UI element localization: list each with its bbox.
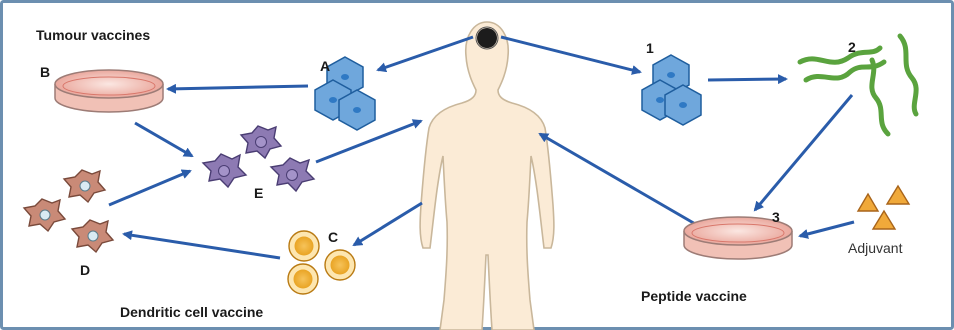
label-3: 3: [772, 209, 780, 225]
heading-peptide-vaccine: Peptide vaccine: [641, 288, 747, 304]
heading-dendritic-cell-vaccine: Dendritic cell vaccine: [120, 304, 263, 320]
label-D: D: [80, 262, 90, 278]
label-1: 1: [646, 40, 654, 56]
tumour-site-icon: [477, 28, 497, 48]
arrow-1-to-2: [708, 79, 786, 80]
label-A: A: [320, 58, 330, 74]
label-C: C: [328, 229, 338, 245]
label-2: 2: [848, 39, 856, 55]
heading-tumour-vaccines: Tumour vaccines: [36, 27, 150, 43]
label-adjuvant: Adjuvant: [848, 240, 903, 256]
culture-dish-icon: [55, 70, 163, 112]
label-B: B: [40, 64, 50, 80]
label-E: E: [254, 185, 263, 201]
